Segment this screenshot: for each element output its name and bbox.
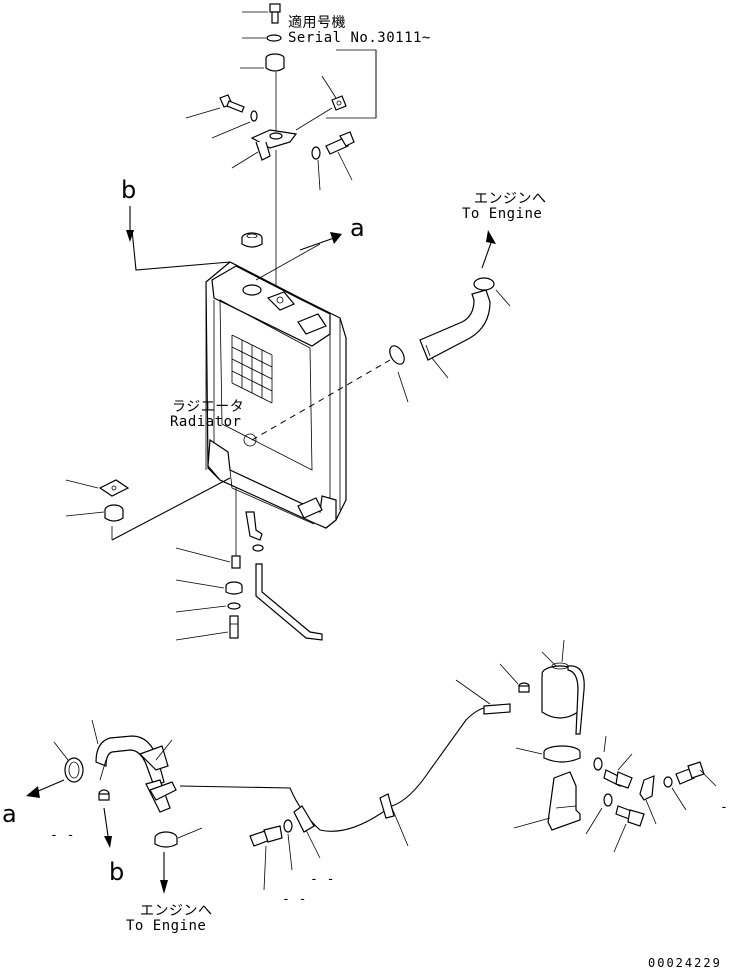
drain-plate [65, 479, 130, 497]
serial-label-en: Serial No.30111~ [288, 30, 431, 46]
clip-bolt [249, 825, 283, 891]
arrow-to-a-top [299, 232, 342, 251]
arrow-to-engine-bottom [160, 852, 168, 894]
drain-bolt [175, 615, 239, 641]
bolt-right [675, 761, 717, 787]
bracket-washer-left [211, 110, 258, 139]
drain-collar [175, 579, 243, 595]
to-engine-bottom-en: To Engine [126, 918, 207, 934]
rubber-cushion [240, 53, 285, 72]
clip-washer [283, 819, 293, 871]
bracket-bolt-right [325, 131, 355, 181]
bracket-washer-right [311, 146, 321, 191]
dash-connection [243, 359, 391, 447]
dash-marker-1: - - [50, 828, 75, 843]
overflow-hose [179, 679, 511, 847]
washer-right [663, 776, 687, 811]
ref-a-top: a [350, 214, 366, 242]
dash-marker-4: - - [282, 892, 307, 907]
arrow-b-top [126, 206, 134, 242]
hose-nipple [98, 789, 110, 801]
to-engine-top-en: To Engine [462, 206, 543, 222]
top-washer [242, 34, 282, 42]
clip-small [295, 75, 347, 131]
tank-bracket [513, 771, 581, 831]
tank-band [515, 745, 581, 763]
ref-a-bottom: a [2, 800, 18, 828]
to-engine-bottom-jp: エンジンへ [140, 903, 213, 919]
bracket-bolt-left [185, 94, 245, 119]
drawing-number: 00024229 [648, 956, 722, 970]
upper-hose [389, 277, 511, 403]
drain-cushion [65, 504, 124, 522]
tank-washer-2 [585, 793, 613, 835]
reserve-tank [541, 639, 585, 735]
radiator-label-jp: ラジエータ [172, 399, 245, 415]
arrow-b-bottom [103, 807, 112, 848]
ref-b-top: b [121, 176, 137, 204]
arrow-a-bottom [26, 779, 65, 798]
drain-leader [111, 477, 231, 541]
radiator-body [205, 261, 347, 529]
tank-washer-1 [593, 735, 607, 771]
tank-bolt-1 [603, 753, 633, 789]
radiator-label-en: Radiator [170, 414, 242, 430]
radiator-mounting-lines [131, 229, 321, 281]
hose-clamp-left [53, 741, 84, 783]
drain-cock [245, 511, 323, 641]
tank-bolt-2 [613, 805, 645, 853]
drain-washer [175, 602, 241, 613]
arrow-to-engine-top [481, 230, 496, 269]
serial-bracket-box [326, 49, 377, 119]
dash-marker-2: - - [310, 872, 335, 887]
hose-clip [293, 793, 395, 833]
tank-cap [499, 663, 530, 693]
serial-label-jp: 適用号機 [288, 15, 346, 31]
stay-bracket [231, 129, 298, 169]
lower-hose [91, 719, 177, 813]
radiator-cap [241, 232, 263, 248]
clip-bracket-right [639, 775, 657, 825]
ref-b-bottom: b [109, 858, 125, 886]
top-bolt [242, 3, 281, 24]
drain-pipe-stub [175, 547, 241, 569]
dash-marker-3: - [720, 800, 729, 815]
hose-clamp-bottom [154, 827, 203, 848]
to-engine-top-jp: エンジンへ [474, 191, 547, 207]
